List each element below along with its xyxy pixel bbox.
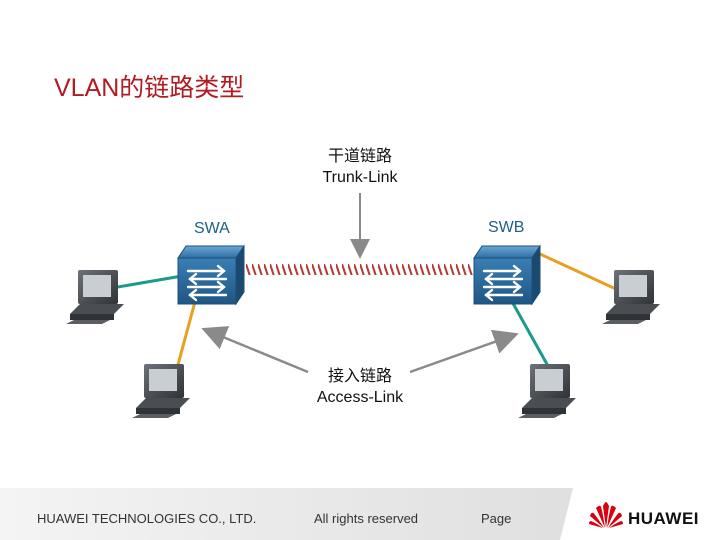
access-link-label-cn: 接入链路 <box>327 368 392 385</box>
access-link-label: 接入链路 Access-Link <box>300 366 420 408</box>
footer-company: HUAWEI TECHNOLOGIES CO., LTD. <box>37 511 257 526</box>
pc-left-top <box>66 270 124 324</box>
switch-b-label: SWB <box>488 219 525 236</box>
access-link-label-en: Access-Link <box>316 389 404 406</box>
switch-b <box>473 244 541 306</box>
trunk-link <box>242 264 474 275</box>
link-swb-pc4 <box>508 297 550 367</box>
page-title: VLAN的链路类型 <box>54 74 245 102</box>
access-arrow-left <box>201 326 309 374</box>
access-arrow-right <box>409 329 519 374</box>
trunk-link-label-cn: 干道链路 <box>327 148 392 165</box>
link-swb-pc3 <box>539 252 619 292</box>
switch-a-label: SWA <box>194 220 230 237</box>
huawei-logo-text: HUAWEI <box>628 509 699 528</box>
footer-page: Page <box>481 511 512 526</box>
footer-rights: All rights reserved <box>314 511 419 526</box>
pc-right-bottom <box>518 364 576 418</box>
link-pc2-swa <box>174 297 198 373</box>
link-pc1-swa <box>111 274 183 290</box>
switch-a <box>177 244 245 306</box>
trunk-link-label: 干道链路 Trunk-Link <box>300 146 420 188</box>
pc-right-top <box>602 270 660 324</box>
vlan-link-diagram <box>66 193 660 418</box>
trunk-link-label-en: Trunk-Link <box>322 169 398 186</box>
pc-left-bottom <box>132 364 190 418</box>
huawei-logo-icon <box>589 502 623 528</box>
